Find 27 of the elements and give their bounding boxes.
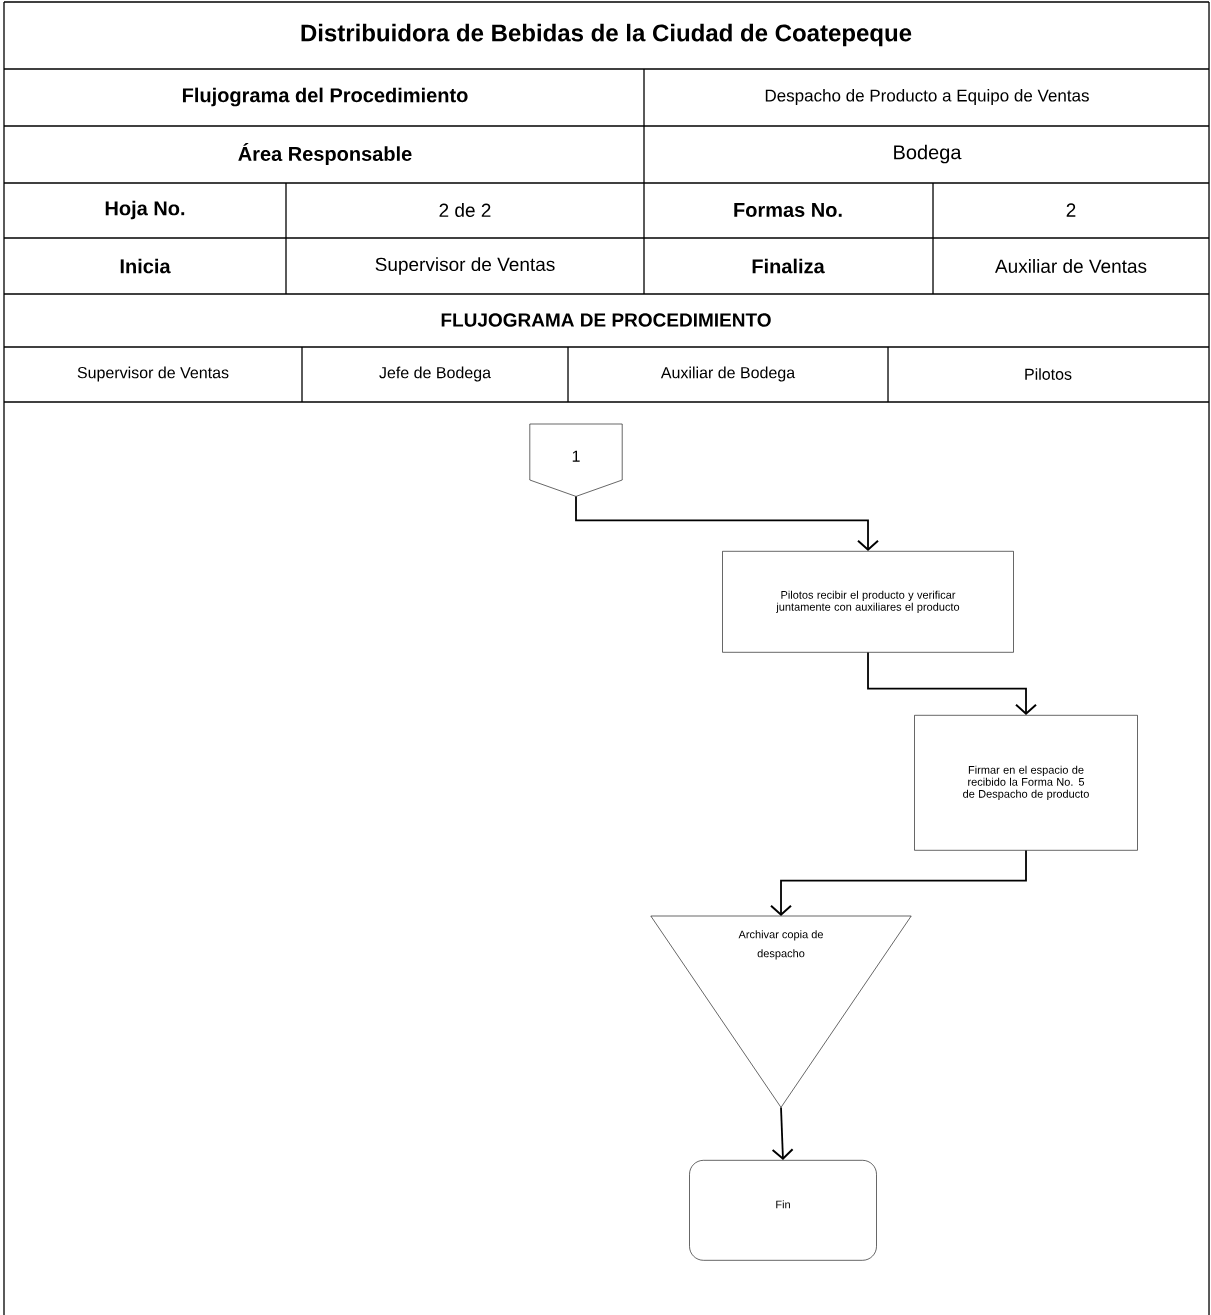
field-label: Hoja No. — [105, 200, 185, 220]
field-label: Inicia — [120, 258, 171, 274]
section-heading: FLUJOGRAMA DE PROCEDIMIENTO — [441, 313, 771, 327]
lane-label: Jefe de Bodega — [379, 366, 491, 382]
arrow — [575, 495, 879, 551]
field-value: 2 — [1066, 203, 1076, 217]
lane-label: Pilotos — [1025, 368, 1072, 380]
arrow — [771, 1106, 794, 1160]
arrow — [770, 849, 1027, 916]
field-value: Auxiliar de Ventas — [995, 259, 1147, 273]
field-value: Bodega — [894, 144, 962, 164]
off-page-connector: 1 — [529, 423, 623, 497]
field-label: Flujograma del Procedimiento — [183, 87, 468, 107]
field-label: Área Responsable — [238, 143, 412, 165]
lane-label: Supervisor de Ventas — [77, 366, 229, 382]
process-box: Firmar en el espacio de recibido la Forma No. 5 de Despacho de producto — [914, 715, 1138, 851]
archive-triangle: Archivar copia de despacho — [650, 915, 912, 1108]
arrow — [867, 651, 1037, 715]
process-box: Pilotos recibir el producto y verificar juntamente con auxiliares el producto — [722, 551, 1014, 653]
terminal-box: Fin — [689, 1160, 877, 1261]
field-value: Supervisor de Ventas — [375, 257, 555, 275]
field-value: Despacho de Producto a Equipo de Ventas — [765, 89, 1089, 105]
field-label: Finaliza — [752, 258, 825, 274]
field-value: 2 de 2 — [439, 203, 491, 217]
lane-label: Auxiliar de Bodega — [660, 366, 796, 382]
diagram-title: Distribuidora de Bebidas de la Ciudad de Coatepeque — [301, 23, 912, 47]
field-label: Formas No. — [734, 203, 842, 217]
